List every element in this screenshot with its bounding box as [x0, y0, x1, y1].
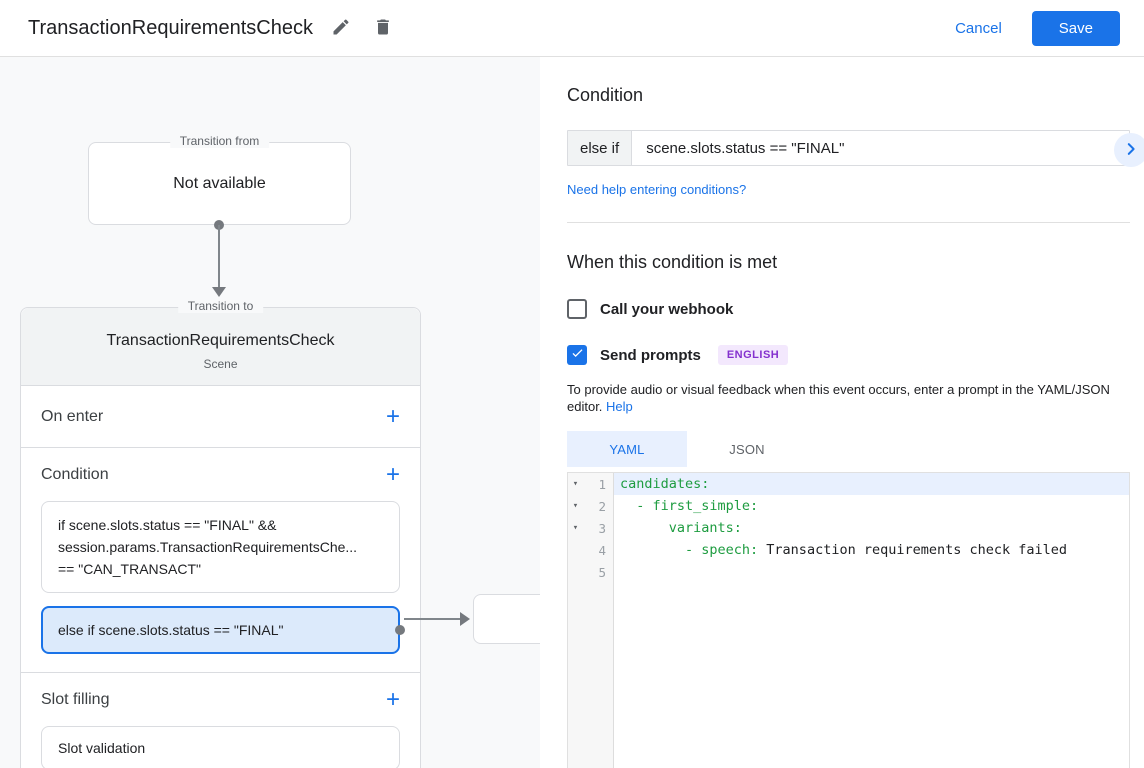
- code-line: - speech: Transaction requirements check…: [614, 539, 1129, 561]
- checkmark-icon: [570, 345, 585, 365]
- transition-to-legend: Transition to: [177, 299, 264, 313]
- fold-icon[interactable]: ▾: [572, 479, 579, 489]
- yaml-value: Transaction requirements check failed: [758, 542, 1068, 558]
- transition-from-content: Not available: [173, 174, 266, 192]
- scene-card-header: TransactionRequirementsCheck Scene: [21, 308, 420, 386]
- transition-to-card: Transition to TransactionRequirementsChe…: [20, 299, 421, 768]
- edit-title-button[interactable]: [327, 13, 355, 44]
- help-link[interactable]: Help: [606, 399, 633, 414]
- connector-arrowhead-down: [212, 287, 226, 297]
- trash-icon: [373, 17, 393, 40]
- panel-divider: [567, 222, 1130, 223]
- slot-filling-label: Slot filling: [41, 690, 110, 708]
- webhook-checkbox-label: Call your webhook: [600, 300, 734, 318]
- yaml-key: - speech:: [620, 542, 759, 558]
- save-button[interactable]: Save: [1031, 10, 1120, 46]
- fold-icon[interactable]: ▾: [572, 523, 579, 533]
- edit-pencil-icon: [331, 17, 351, 40]
- connector-arrowhead-right: [460, 612, 470, 626]
- language-badge: ENGLISH: [717, 345, 789, 365]
- send-prompts-checkbox[interactable]: [567, 345, 587, 365]
- code-line: - first_simple:: [614, 495, 1129, 517]
- yaml-key: candidates:: [620, 476, 710, 492]
- condition-section: Condition + if scene.slots.status == "FI…: [21, 448, 420, 673]
- yaml-key: - first_simple:: [620, 498, 759, 514]
- add-slot-button[interactable]: +: [385, 685, 400, 713]
- scene-subtitle: Scene: [203, 357, 238, 371]
- condition-item[interactable]: if scene.slots.status == "FINAL" && sess…: [41, 501, 400, 593]
- code-line: [614, 561, 1129, 583]
- connector-line-vertical: [218, 225, 220, 289]
- connector-line-horizontal: [404, 618, 462, 620]
- page-title: TransactionRequirementsCheck: [28, 16, 313, 39]
- condition-item-selected[interactable]: else if scene.slots.status == "FINAL": [41, 606, 405, 654]
- editor-code-area[interactable]: candidates: - first_simple: variants: - …: [614, 473, 1129, 768]
- prompt-description-text: To provide audio or visual feedback when…: [567, 382, 1110, 414]
- line-number: 5: [598, 564, 606, 580]
- code-line: variants:: [614, 517, 1129, 539]
- editor-gutter: ▾ 1 ▾ 2 ▾ 3 4 5: [568, 473, 614, 768]
- condition-item-text: else if scene.slots.status == "FINAL": [58, 622, 284, 638]
- condition-expression-input[interactable]: [632, 131, 1129, 165]
- slot-filling-section: Slot filling + Slot validation Transacti…: [21, 673, 420, 768]
- transition-from-node: Transition from Not available: [88, 134, 351, 225]
- tab-json[interactable]: JSON: [687, 431, 807, 467]
- transition-target-node: [473, 594, 540, 644]
- line-number: 1: [598, 476, 606, 492]
- chevron-right-icon: [1122, 140, 1140, 161]
- panel-title: Condition: [567, 85, 644, 105]
- when-met-title: When this condition is met: [567, 252, 778, 272]
- collapse-panel-button[interactable]: [1114, 133, 1144, 167]
- line-number: 4: [598, 542, 606, 558]
- webhook-checkbox-row[interactable]: Call your webhook: [567, 299, 1130, 319]
- send-prompts-checkbox-row[interactable]: Send prompts ENGLISH: [567, 345, 1130, 365]
- line-number: 2: [598, 498, 606, 514]
- condition-detail-panel: Condition else if Need help entering con…: [540, 57, 1144, 768]
- on-enter-label: On enter: [41, 407, 104, 425]
- scene-diagram-canvas[interactable]: Transition from Not available Transition…: [0, 57, 540, 768]
- add-on-enter-button[interactable]: +: [385, 402, 400, 430]
- condition-section-label: Condition: [41, 465, 109, 483]
- tab-yaml[interactable]: YAML: [567, 431, 687, 467]
- condition-help-link[interactable]: Need help entering conditions?: [567, 182, 747, 197]
- on-enter-row: On enter +: [21, 386, 420, 448]
- top-bar: TransactionRequirementsCheck Cancel Save: [0, 0, 1144, 57]
- code-line: candidates:: [614, 473, 1129, 495]
- slot-item[interactable]: Slot validation: [41, 726, 400, 768]
- prompt-description: To provide audio or visual feedback when…: [567, 381, 1130, 415]
- line-number: 3: [598, 520, 606, 536]
- transition-from-legend: Transition from: [169, 134, 270, 148]
- scene-name: TransactionRequirementsCheck: [106, 332, 335, 349]
- send-prompts-label: Send prompts: [600, 346, 701, 364]
- editor-format-tabs: YAML JSON: [567, 431, 1130, 467]
- yaml-code-editor[interactable]: ▾ 1 ▾ 2 ▾ 3 4 5 candidates: - first_simple:…: [567, 472, 1130, 768]
- yaml-key: variants:: [620, 520, 742, 536]
- condition-prefix-label: else if: [568, 131, 633, 165]
- fold-icon[interactable]: ▾: [572, 501, 579, 511]
- webhook-checkbox[interactable]: [567, 299, 587, 319]
- condition-input-row: else if: [567, 130, 1130, 166]
- connector-dot: [395, 625, 405, 635]
- delete-scene-button[interactable]: [369, 13, 397, 44]
- cancel-button[interactable]: Cancel: [955, 19, 1002, 37]
- add-condition-button[interactable]: +: [385, 460, 400, 488]
